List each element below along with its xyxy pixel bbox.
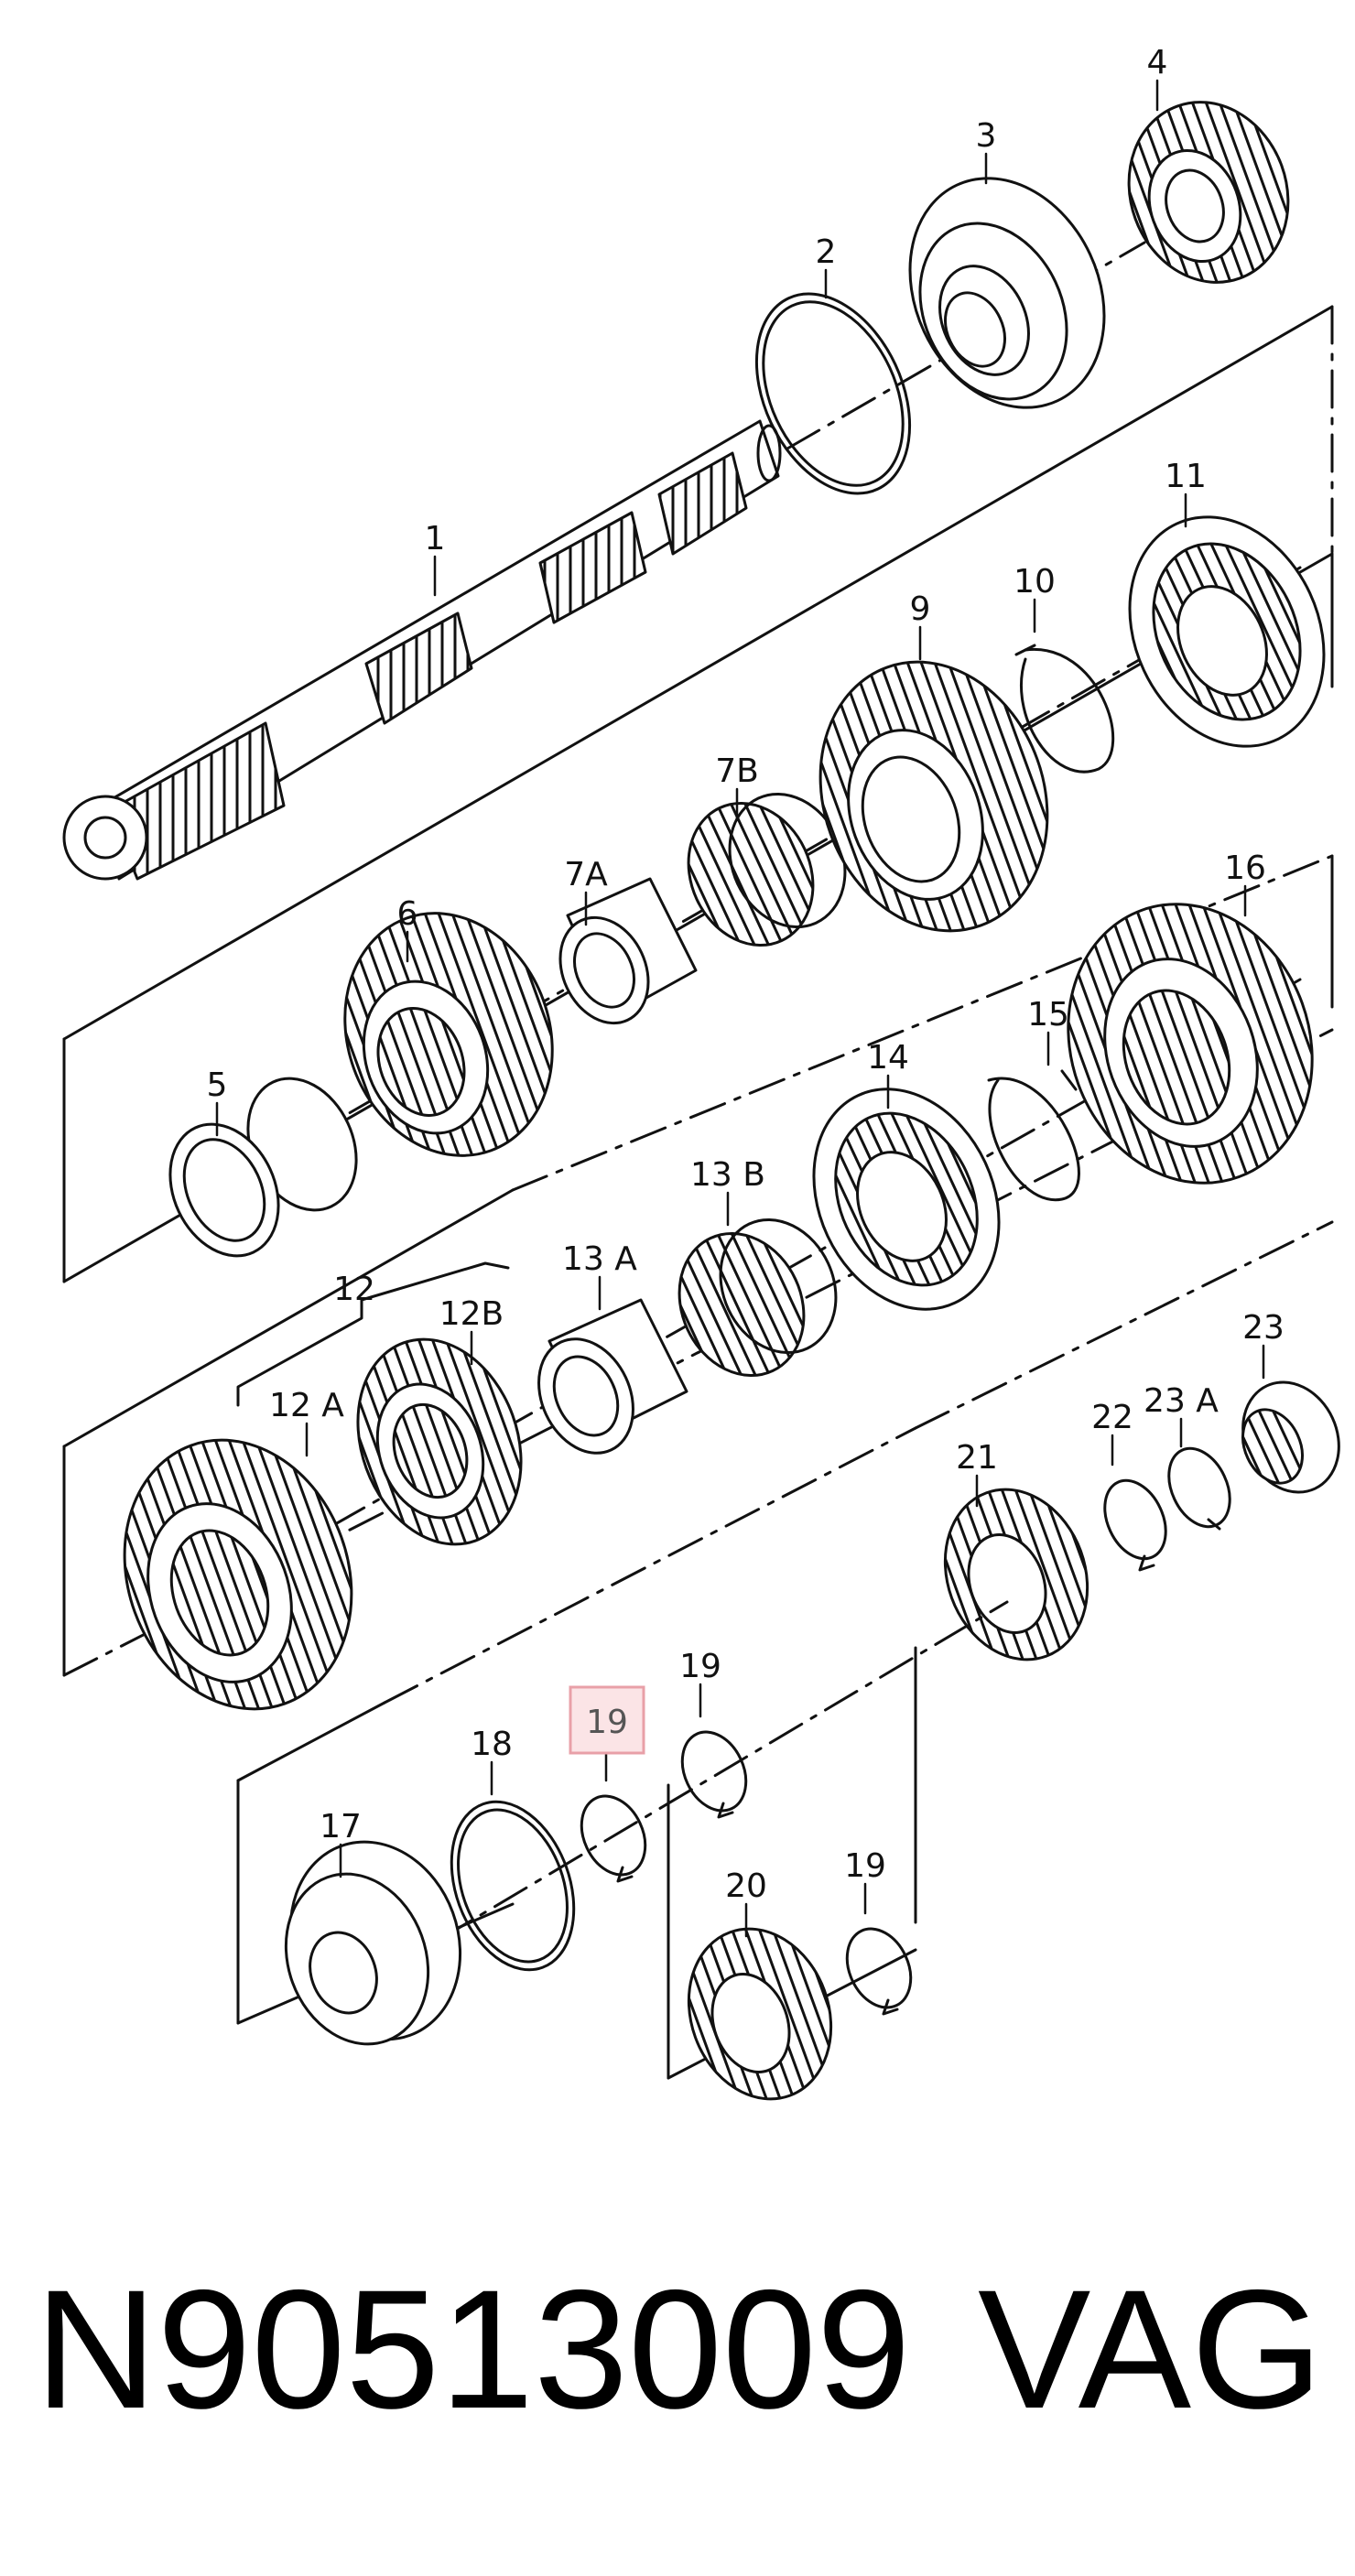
callout-9: 9 [910, 590, 931, 628]
callout-7a: 7A [564, 856, 608, 893]
circlip-19-c [845, 1927, 913, 2016]
synchro-ring-11 [1128, 515, 1326, 748]
bearing-17 [284, 1840, 462, 2046]
bearing-23 [1241, 1380, 1340, 1494]
callout-labels: 1 2 3 4 5 6 7A 7B 9 10 11 12 12 A 12B 13… [207, 44, 1285, 1905]
circlip-19-b [680, 1730, 748, 1819]
gear-12b [356, 1337, 523, 1546]
gear-16 [1067, 903, 1314, 1185]
gear-4 [1127, 101, 1290, 284]
callout-highlight-box [569, 1685, 645, 1755]
sleeve-7a [558, 877, 698, 1025]
callout-13b: 13 B [690, 1156, 765, 1194]
callout-19-highlighted: 19 [586, 1704, 628, 1741]
callout-5: 5 [207, 1066, 228, 1104]
circlip-22 [1103, 1478, 1167, 1572]
pinion-shaft [62, 419, 782, 881]
frame-row-2 [62, 305, 1334, 1283]
part-number: N90513009 [35, 2256, 911, 2444]
needle-bearing-7b [687, 792, 847, 947]
callout-16: 16 [1224, 850, 1266, 887]
bracket-12 [236, 1261, 510, 1407]
synchro-ring-14 [812, 1088, 1001, 1311]
gear-6 [343, 912, 554, 1157]
brand-name: VAG [978, 2256, 1323, 2444]
callout-7b: 7B [715, 752, 759, 790]
leader-lines [215, 79, 1265, 1938]
circlip-10 [1014, 644, 1115, 774]
circlip-19-a [580, 1794, 647, 1883]
callout-6: 6 [397, 895, 418, 933]
callout-3: 3 [976, 117, 997, 155]
callout-10: 10 [1014, 563, 1056, 601]
sleeve-13a [537, 1298, 688, 1455]
gear-20 [687, 1927, 833, 2101]
gear-21 [943, 1488, 1089, 1661]
callout-12a: 12 A [269, 1387, 344, 1424]
needle-bearing-13b [678, 1218, 838, 1378]
callout-12b: 12B [439, 1295, 504, 1333]
callout-23a: 23 A [1144, 1382, 1219, 1420]
callout-13a: 13 A [562, 1240, 637, 1278]
callout-4: 4 [1147, 44, 1168, 81]
callout-21: 21 [956, 1439, 998, 1477]
callout-23: 23 [1242, 1309, 1285, 1347]
callout-22: 22 [1091, 1399, 1133, 1436]
bearing-3 [908, 177, 1106, 409]
snap-ring-2 [754, 292, 912, 495]
circlip-15 [987, 1069, 1080, 1202]
callout-19-b: 19 [679, 1648, 721, 1685]
gear-12a [123, 1438, 353, 1711]
callout-12: 12 [333, 1271, 375, 1308]
snap-ring-18 [450, 1800, 576, 1972]
circlip-23a [1167, 1446, 1231, 1531]
callout-2: 2 [816, 233, 837, 271]
callout-14: 14 [867, 1039, 909, 1077]
bushing-5 [168, 1077, 358, 1258]
callout-18: 18 [471, 1726, 513, 1763]
callout-15: 15 [1027, 996, 1069, 1034]
callout-20: 20 [725, 1867, 767, 1905]
gear-9 [818, 660, 1049, 933]
callout-17: 17 [320, 1808, 362, 1845]
callout-19-c: 19 [844, 1847, 886, 1885]
callout-1: 1 [425, 520, 446, 557]
callout-11: 11 [1165, 458, 1207, 495]
